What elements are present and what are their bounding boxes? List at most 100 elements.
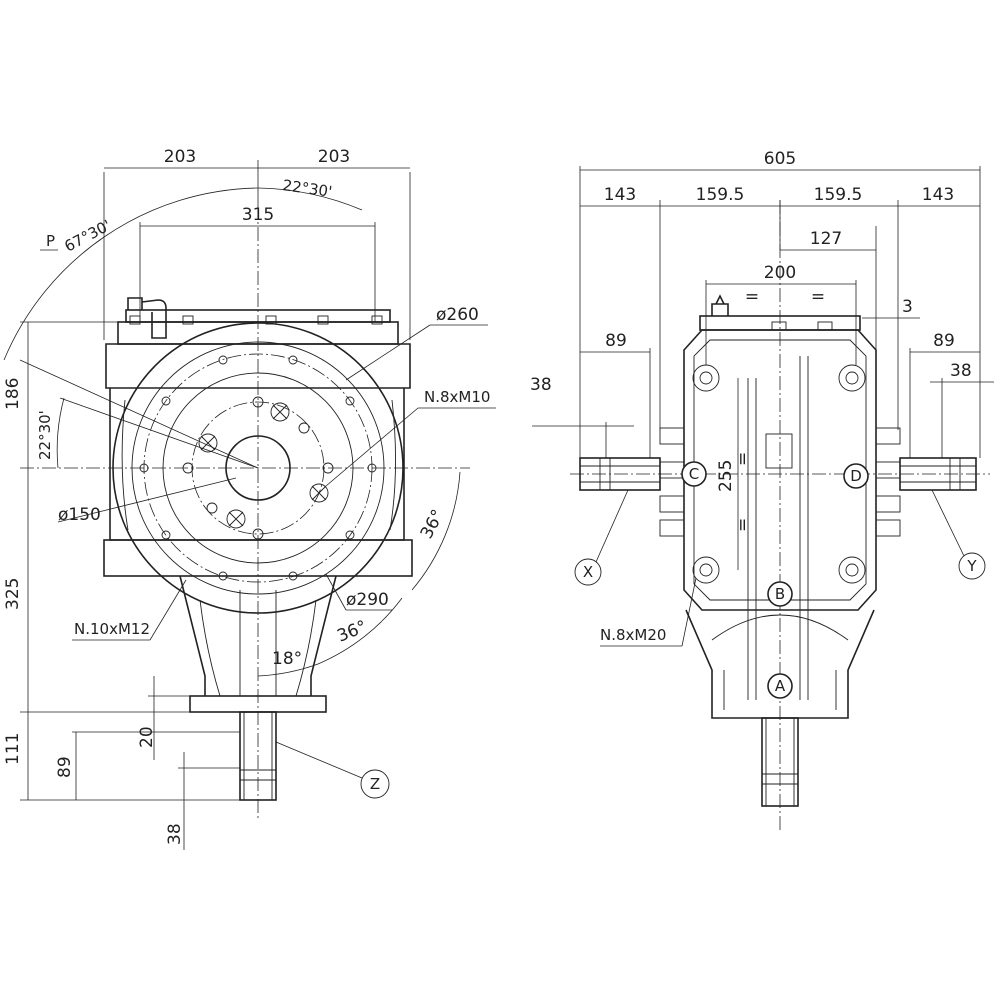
front-hub-circle bbox=[225, 435, 291, 501]
front-cone-web bbox=[239, 590, 277, 696]
front-bolt-circle-m10 bbox=[191, 401, 325, 535]
front-p-label: P bbox=[46, 232, 55, 250]
side-shaft-right bbox=[899, 457, 977, 491]
front-angle-36-right: 36° bbox=[417, 506, 449, 542]
front-arc-22-30-top bbox=[257, 187, 363, 211]
front-angle-22-30-left: 22°30' bbox=[36, 410, 54, 460]
front-dim-186: 186 bbox=[3, 378, 23, 410]
front-tag-z: Z bbox=[370, 775, 380, 793]
side-leader-x bbox=[595, 489, 629, 563]
front-cone bbox=[179, 575, 337, 696]
front-leader-m12 bbox=[149, 579, 187, 641]
side-leader-y bbox=[931, 489, 965, 557]
front-upper-block bbox=[105, 343, 411, 389]
side-eq-3: = bbox=[733, 452, 753, 466]
front-shaft-splines bbox=[240, 712, 276, 800]
front-bolt-circle-m12 bbox=[143, 353, 373, 583]
side-nameplate bbox=[765, 433, 793, 469]
side-dim-200: 200 bbox=[764, 263, 796, 283]
front-flange-circle-mid bbox=[131, 341, 385, 595]
front-arc-36-bottom bbox=[317, 597, 403, 665]
front-angle-22-30-top: 22°30' bbox=[281, 176, 333, 201]
side-tag-y: Y bbox=[966, 557, 977, 575]
side-label-m20: N.8xM20 bbox=[600, 626, 666, 644]
front-dim-315: 315 bbox=[242, 205, 274, 225]
front-leader-z bbox=[275, 741, 363, 779]
side-shaft-left bbox=[579, 457, 661, 491]
front-label-260: ø260 bbox=[436, 305, 479, 325]
front-arc-67-30 bbox=[3, 187, 259, 361]
side-dim-3: 3 bbox=[902, 297, 913, 317]
side-tag-d: D bbox=[850, 467, 862, 485]
front-label-150: ø150 bbox=[58, 505, 101, 525]
front-dim-20: 20 bbox=[137, 726, 157, 748]
front-arc-22-30-left bbox=[56, 397, 65, 469]
front-flange-circle-outer bbox=[112, 322, 404, 614]
front-leader-290 bbox=[325, 573, 347, 611]
side-dim-255: 255 bbox=[716, 460, 736, 492]
side-eq-4: = bbox=[733, 518, 753, 532]
front-dim-111: 111 bbox=[3, 733, 23, 765]
side-dim-159-left: 159.5 bbox=[696, 185, 745, 205]
side-dim-127: 127 bbox=[810, 229, 842, 249]
side-lower-arch bbox=[711, 614, 849, 641]
front-leader-p bbox=[19, 359, 259, 469]
front-arc-18 bbox=[257, 663, 319, 677]
front-angle-36-bottom: 36° bbox=[334, 617, 369, 647]
front-dim-38: 38 bbox=[165, 823, 185, 845]
front-leader-150 bbox=[57, 477, 237, 523]
side-ribs bbox=[747, 356, 809, 700]
front-dim-325: 325 bbox=[3, 578, 23, 610]
front-leader-m10 bbox=[325, 407, 419, 487]
front-m12-holes bbox=[139, 355, 377, 581]
front-housing-rib-left bbox=[121, 399, 129, 531]
side-housing-inner bbox=[693, 339, 867, 601]
side-tag-d-circle bbox=[843, 463, 869, 489]
side-leader-m20 bbox=[681, 577, 697, 647]
side-tag-x: X bbox=[583, 563, 593, 581]
side-dim-159-right: 159.5 bbox=[814, 185, 863, 205]
side-dim-143-left: 143 bbox=[604, 185, 636, 205]
side-tag-b: B bbox=[775, 585, 785, 603]
front-top-cover-lip bbox=[125, 309, 391, 323]
front-output-shaft bbox=[239, 711, 277, 801]
front-label-m10: N.8xM10 bbox=[424, 388, 490, 406]
side-tag-a: A bbox=[775, 677, 786, 695]
side-tag-a-circle bbox=[767, 673, 793, 699]
side-eq-2: = bbox=[811, 287, 825, 307]
front-lower-flange bbox=[103, 539, 413, 577]
front-angle-18: 18° bbox=[272, 649, 302, 669]
side-dim-605: 605 bbox=[764, 149, 796, 169]
side-tag-b-circle bbox=[767, 581, 793, 607]
front-dim-89: 89 bbox=[55, 756, 75, 778]
side-breather bbox=[711, 294, 729, 316]
front-breather-plug bbox=[127, 297, 167, 339]
front-arc-36-right bbox=[411, 471, 461, 591]
side-tag-x-circle bbox=[574, 558, 602, 586]
side-dim-143-right: 143 bbox=[922, 185, 954, 205]
side-tag-c-circle bbox=[681, 461, 707, 487]
front-boss-circle bbox=[162, 372, 354, 564]
side-dim-38-left: 38 bbox=[530, 375, 552, 395]
side-dim-38-right: 38 bbox=[950, 361, 972, 381]
front-label-m12: N.10xM12 bbox=[74, 620, 150, 638]
side-eq-1: = bbox=[745, 287, 759, 307]
side-tag-y-circle bbox=[958, 552, 986, 580]
front-housing-body bbox=[109, 388, 405, 541]
front-view: 203 203 315 22°30' P 67°30' ø260 N.8xM10… bbox=[3, 147, 496, 850]
front-dim-203-left: 203 bbox=[164, 147, 196, 167]
side-dim-89-left: 89 bbox=[605, 331, 627, 351]
side-tag-c: C bbox=[689, 465, 699, 483]
side-view: 605 143 159.5 159.5 143 127 200 = = 3 89… bbox=[530, 149, 994, 830]
front-m10-holes bbox=[182, 396, 334, 540]
side-output-shaft bbox=[761, 717, 799, 807]
front-dim-203-right: 203 bbox=[318, 147, 350, 167]
side-dim-89-right: 89 bbox=[933, 331, 955, 351]
side-corner-bolts bbox=[692, 364, 866, 584]
front-leader-260 bbox=[345, 324, 431, 381]
front-cone-inner bbox=[199, 599, 317, 697]
front-label-290: ø290 bbox=[346, 590, 389, 610]
front-tag-z-circle bbox=[360, 769, 390, 799]
